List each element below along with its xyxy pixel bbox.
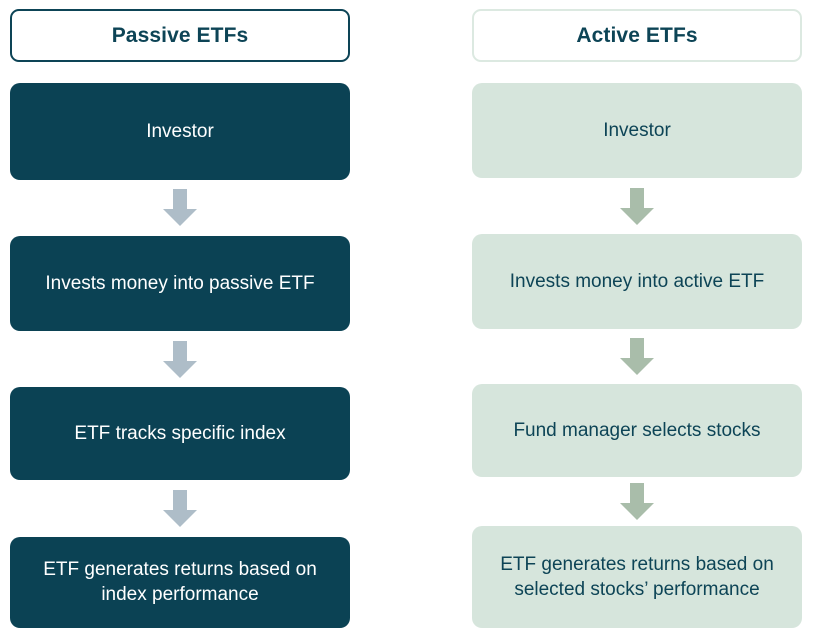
down-block-arrow-icon bbox=[163, 490, 197, 528]
column-header-passive: Passive ETFs bbox=[10, 9, 350, 63]
column-active-etfs: Active ETFs Investor Invests money into … bbox=[472, 0, 802, 628]
passive-arrow-1 bbox=[10, 180, 350, 236]
down-block-arrow-icon bbox=[163, 189, 197, 227]
active-step-4-generates-returns: ETF generates returns based on selected … bbox=[472, 525, 802, 628]
active-step-1-investor: Investor bbox=[472, 83, 802, 179]
active-step-2-invests-money: Invests money into active ETF bbox=[472, 234, 802, 329]
active-arrow-2 bbox=[472, 329, 802, 385]
passive-step-4-generates-returns: ETF generates returns based on index per… bbox=[10, 536, 350, 628]
column-header-active: Active ETFs bbox=[472, 9, 802, 63]
passive-arrow-3 bbox=[10, 480, 350, 536]
passive-arrow-2 bbox=[10, 331, 350, 387]
down-block-arrow-icon bbox=[620, 482, 654, 520]
passive-step-3-tracks-index: ETF tracks specific index bbox=[10, 387, 350, 481]
active-arrow-3 bbox=[472, 477, 802, 526]
down-block-arrow-icon bbox=[620, 338, 654, 375]
active-arrow-1 bbox=[472, 178, 802, 234]
active-step-3-fund-manager-selects: Fund manager selects stocks bbox=[472, 384, 802, 477]
down-block-arrow-icon bbox=[163, 340, 197, 378]
column-passive-etfs: Passive ETFs Investor Invests money into… bbox=[10, 0, 350, 628]
passive-step-2-invests-money: Invests money into passive ETF bbox=[10, 235, 350, 331]
down-block-arrow-icon bbox=[620, 187, 654, 225]
passive-step-1-investor: Investor bbox=[10, 83, 350, 180]
